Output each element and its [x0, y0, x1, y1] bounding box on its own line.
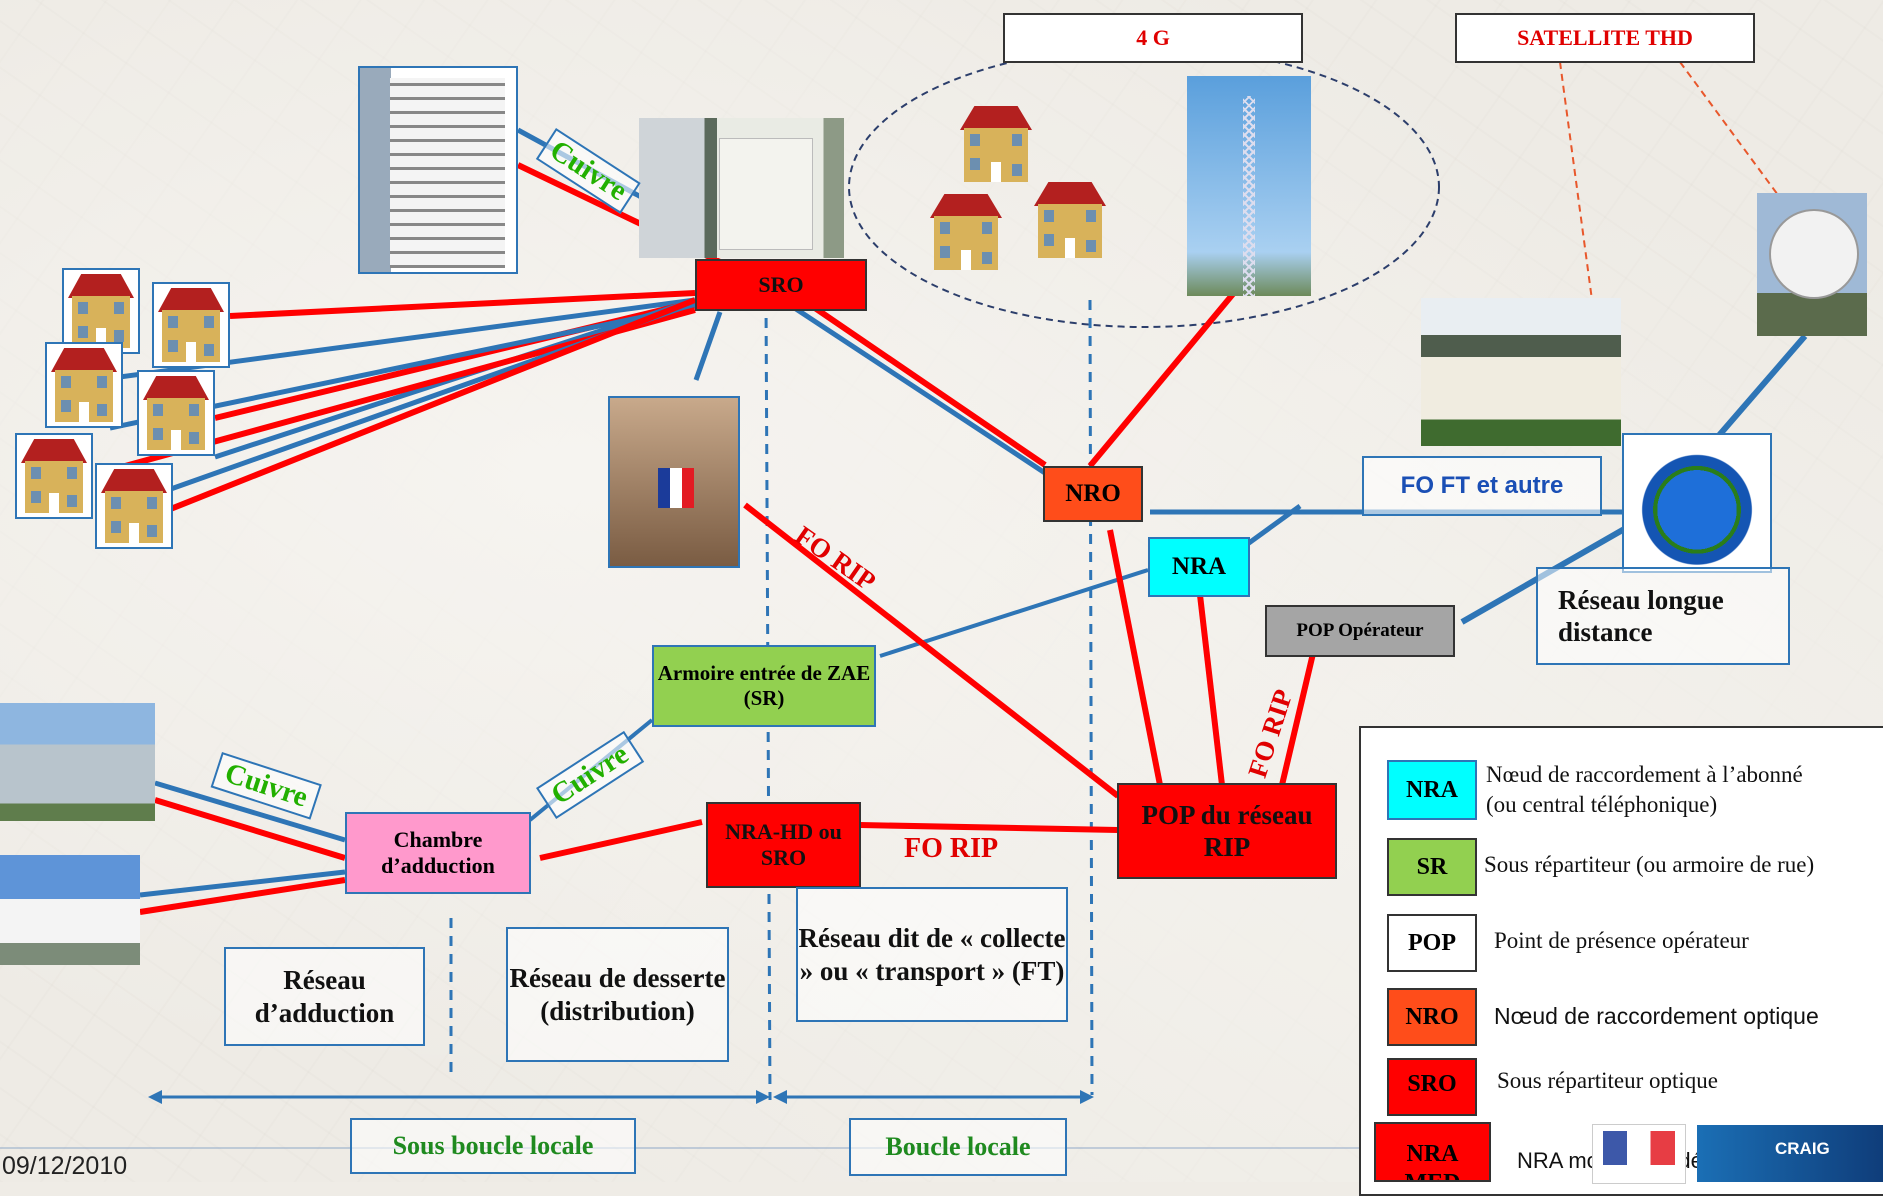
4g-label-box: 4 G [1003, 13, 1303, 63]
legend-text-sro: Sous répartiteur optique [1497, 1068, 1719, 1093]
reseau-longue-distance-label: Réseau longue distance [1536, 567, 1790, 665]
sous-boucle-locale-label: Sous boucle locale [350, 1118, 636, 1174]
legend-key-pop: POP [1387, 914, 1477, 972]
country-house-image [1421, 298, 1621, 446]
satellite-link-2 [1679, 61, 1779, 196]
armoire-sr-node: Armoire entrée de ZAE (SR) [652, 645, 876, 727]
legend-key-nra: NRA [1387, 760, 1477, 820]
house-icon [15, 433, 93, 519]
satellite-dish-image [1757, 193, 1867, 336]
link-label-fo-ft: FO FT et autre [1362, 456, 1602, 516]
house-icon [1030, 178, 1110, 262]
link-label-fo-rip-2: FO RIP [904, 833, 999, 864]
chambre-adduction-node: Chambre d’adduction [345, 812, 531, 894]
legend-key-nro: NRO [1387, 988, 1477, 1046]
apartment-building-image [358, 66, 518, 274]
satellite-label-box: SATELLITE THD [1455, 13, 1755, 63]
legend-text-sr: Sous répartiteur (ou armoire de rue) [1484, 852, 1815, 877]
legend-key-nra-med: NRA MED [1374, 1122, 1491, 1182]
craig-logo-text: CRAIG [1775, 1139, 1830, 1158]
house-icon [95, 463, 173, 549]
pop-operateur-node: POP Opérateur [1265, 605, 1455, 657]
cell-tower-image [1187, 76, 1311, 296]
house-icon [62, 268, 140, 354]
nra-hd-node: NRA-HD ou SRO [706, 802, 861, 888]
house-icon [45, 342, 123, 428]
pop-rip-node: POP du réseau RIP [1117, 783, 1337, 879]
4g-coverage-ellipse [848, 46, 1440, 328]
boucle-locale-label: Boucle locale [849, 1118, 1067, 1176]
legend-text-nro: Nœud de raccordement optique [1494, 1003, 1819, 1029]
craig-logo: CRAIG [1697, 1125, 1883, 1182]
town-hall-image [608, 396, 740, 568]
legend-key-sr: SR [1387, 838, 1477, 896]
office-building-image-1 [0, 703, 155, 821]
reseau-desserte-label: Réseau de desserte (distribution) [506, 927, 729, 1062]
office-building-image-2 [0, 855, 140, 965]
house-icon [926, 190, 1006, 274]
reseau-collecte-label: Réseau dit de « collecte » ou « transpor… [796, 887, 1068, 1022]
nra-node: NRA [1148, 537, 1250, 597]
house-icon [956, 102, 1036, 186]
legend-text-pop: Point de présence opérateur [1494, 928, 1749, 953]
globe-network-image [1622, 433, 1772, 573]
republique-francaise-logo [1592, 1124, 1686, 1184]
separator-line-2 [1088, 299, 1094, 1096]
satellite-link-1 [1559, 61, 1593, 301]
sro-node: SRO [695, 259, 867, 311]
house-icon [137, 370, 215, 456]
legend-key-sro: SRO [1387, 1058, 1477, 1116]
nro-node: NRO [1043, 466, 1143, 522]
legend-text-nra: Nœud de raccordement à l’abonné (ou cent… [1486, 762, 1803, 817]
house-icon [152, 282, 230, 368]
slide-date: 09/12/2010 [2, 1152, 128, 1180]
reseau-adduction-label: Réseau d’adduction [224, 947, 425, 1046]
street-cabinet-image [639, 118, 844, 258]
